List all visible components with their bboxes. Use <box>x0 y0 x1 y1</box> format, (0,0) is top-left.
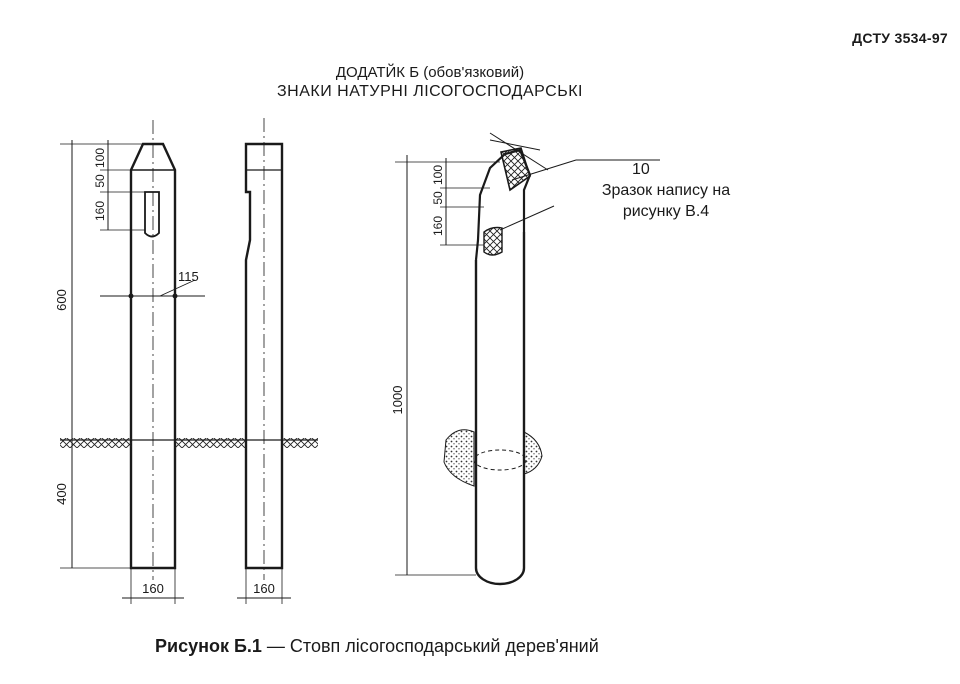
note-line-1: Зразок напису на <box>601 182 731 199</box>
appendix-heading: ЗНАКИ НАТУРНІ ЛІСОГОСПОДАРСЬКІ <box>277 83 583 100</box>
dim-100-right: 100 <box>431 165 445 185</box>
figure-caption: Рисунок Б.1 — Стовп лісогосподарський де… <box>155 636 599 657</box>
post-front-view <box>60 120 205 604</box>
dim-115: 115 <box>178 269 199 284</box>
dim-160-left: 160 <box>93 201 107 221</box>
dim-160-right: 160 <box>431 216 445 236</box>
dim-1000: 1000 <box>390 386 405 415</box>
post-perspective-view <box>395 132 660 586</box>
dim-600: 600 <box>54 289 69 311</box>
caption-label: Рисунок Б.1 <box>155 636 262 656</box>
dim-50-right: 50 <box>431 191 445 205</box>
dim-50-left: 50 <box>93 174 107 188</box>
dim-10: 10 <box>632 161 650 178</box>
appendix-title: ДОДАТЙК Б (обов'язковий) <box>335 64 525 81</box>
post-side-view <box>237 118 291 604</box>
sample-inscription-note: Зразок напису на рисунку В.4 <box>576 180 756 222</box>
dim-160-bottom-left: 160 <box>142 581 164 596</box>
dim-100-left: 100 <box>93 148 107 168</box>
dim-160-bottom-mid: 160 <box>253 581 275 596</box>
note-line-2: рисунку В.4 <box>622 203 710 220</box>
ground-line <box>60 438 318 448</box>
caption-text: — Стовп лісогосподарський дерев'яний <box>261 636 599 656</box>
dim-400: 400 <box>54 483 69 505</box>
document-code: ДСТУ 3534-97 <box>852 30 948 46</box>
